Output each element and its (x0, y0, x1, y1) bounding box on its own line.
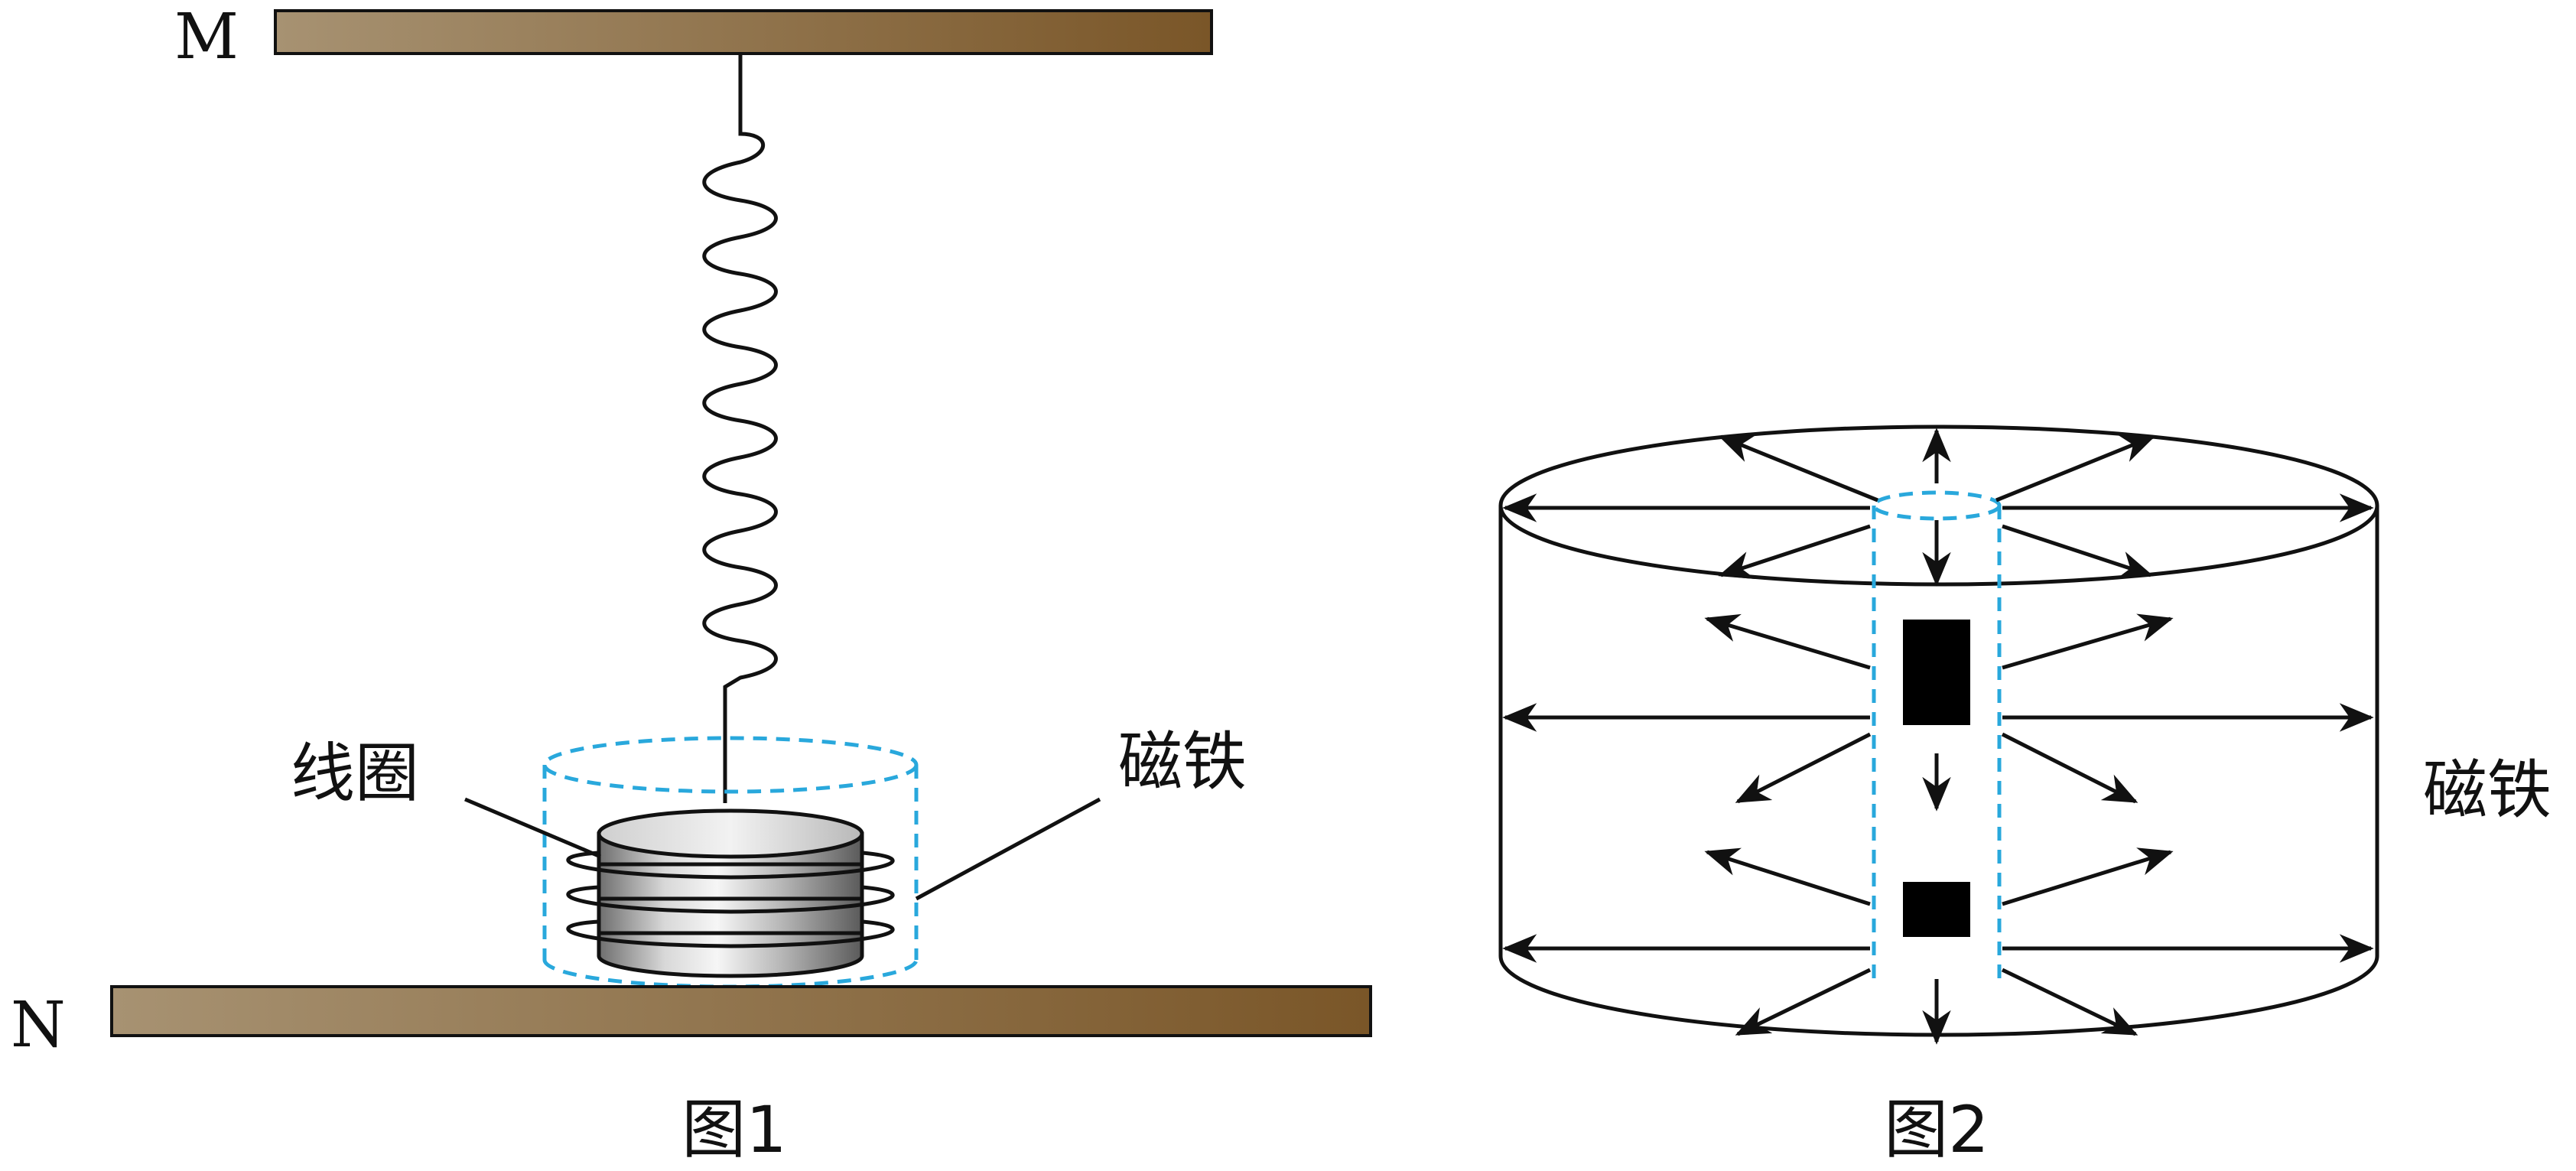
coil-leader (464, 797, 601, 859)
field-arrows-top (1502, 428, 2374, 587)
field-arrow (2002, 524, 2154, 579)
field-arrows-middle (1502, 613, 2374, 812)
figure-1: M 线圈 磁铁 (11, 1, 1372, 1167)
field-arrow (1718, 524, 1871, 579)
field-arrow (2002, 847, 2174, 906)
magnetic-block-upper (1903, 620, 1970, 725)
magnetic-block-lower (1903, 882, 1970, 937)
field-arrow (2001, 968, 2139, 1036)
field-arrow (1995, 434, 2156, 503)
plate-m (274, 9, 1213, 55)
field-arrow (2002, 613, 2174, 670)
field-arrow (2001, 732, 2139, 804)
field-arrow (1718, 434, 1878, 503)
label-m: M (174, 1, 239, 73)
coil (566, 808, 895, 978)
field-arrow (1704, 847, 1871, 906)
caption-fig2: 图2 (1884, 1092, 1989, 1167)
label-n: N (11, 989, 66, 1062)
magnet-cylinder (1498, 424, 2379, 1037)
field-arrows-lower (1502, 847, 2374, 1045)
plate-n (110, 985, 1372, 1037)
magnet-bore (1872, 490, 2002, 987)
coil-label: 线圈 (291, 736, 419, 811)
magnet-label-fig1: 磁铁 (1118, 724, 1247, 799)
magnet-label-fig2: 磁铁 (2423, 753, 2552, 828)
field-arrow (1735, 968, 1872, 1036)
spring (702, 54, 778, 803)
field-arrow (1735, 732, 1872, 804)
field-arrow (1704, 613, 1871, 670)
figure-2: 磁铁 图2 (1498, 424, 2552, 1167)
magnet-leader-fig1 (915, 797, 1101, 901)
caption-fig1: 图1 (681, 1092, 786, 1167)
